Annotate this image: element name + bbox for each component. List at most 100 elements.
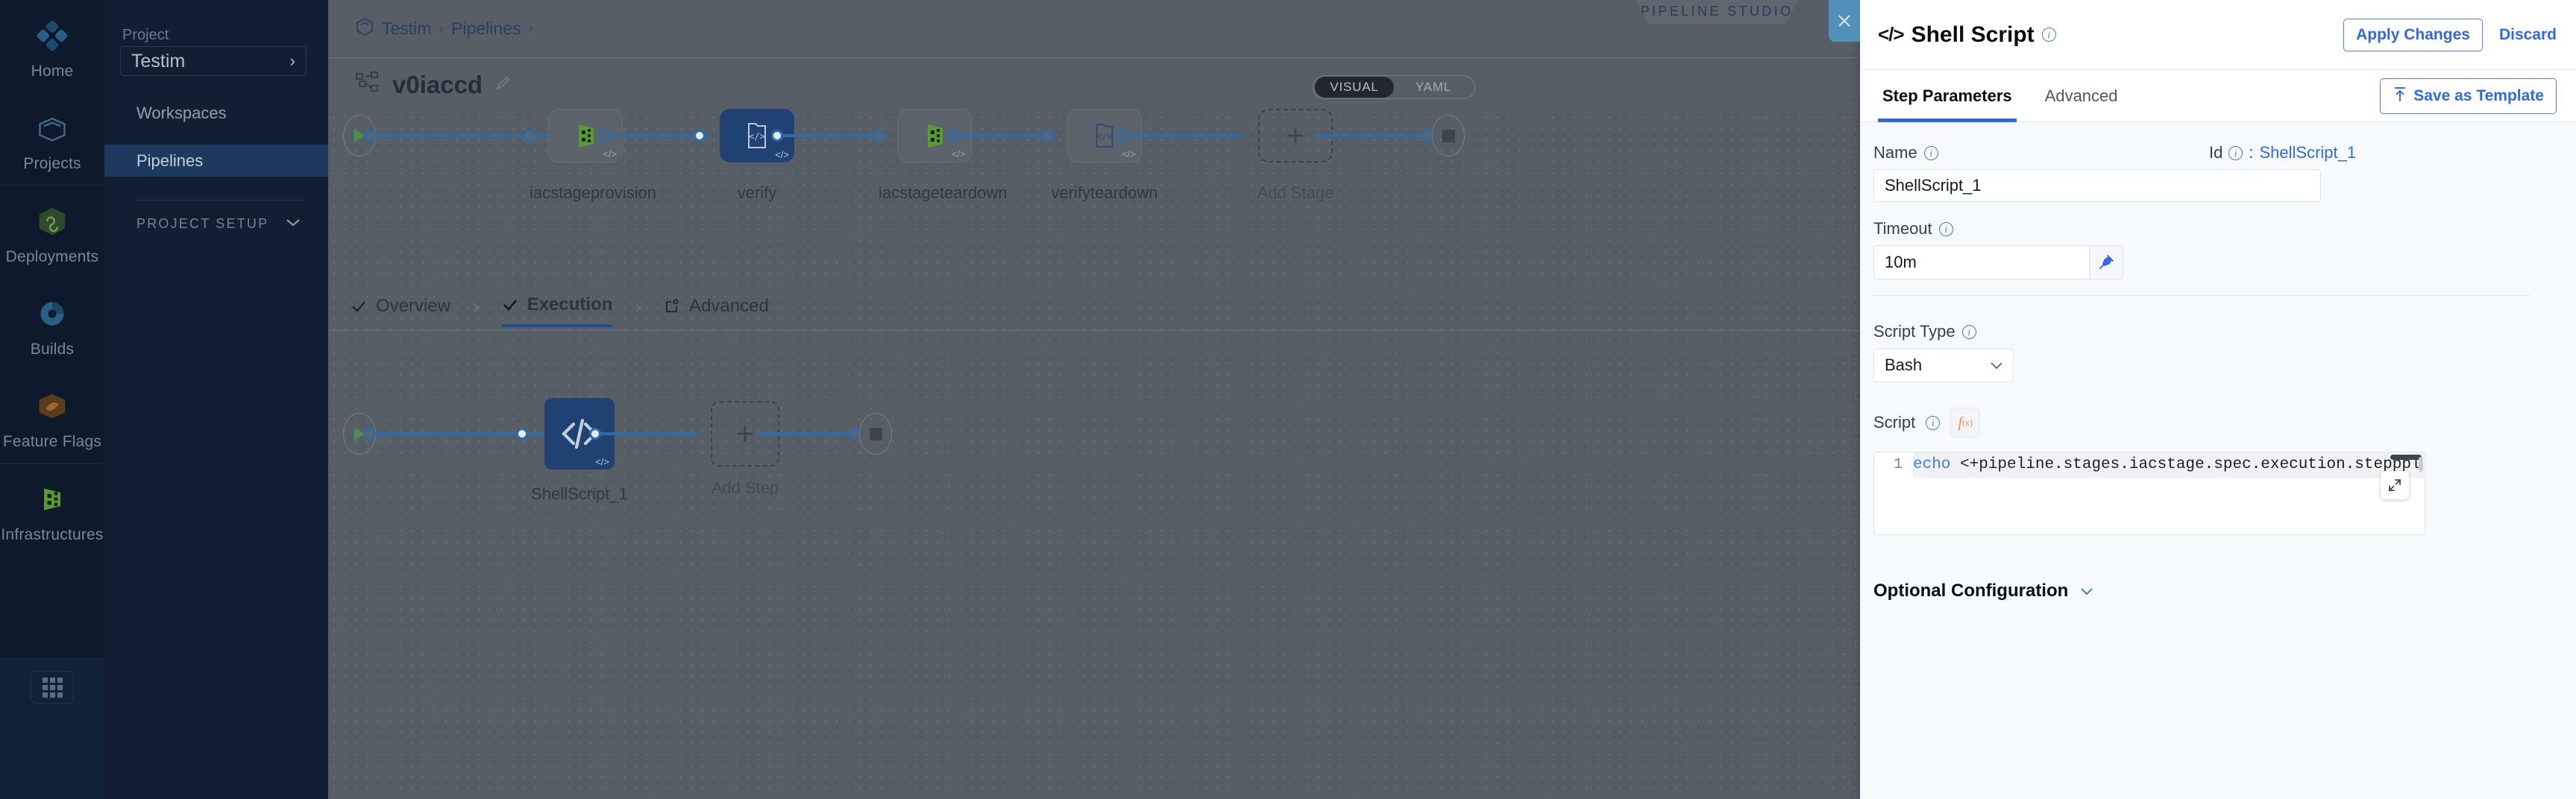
- info-icon[interactable]: i: [2041, 28, 2056, 42]
- step-node-shellscript-1[interactable]: </> ShellScript_1: [524, 398, 635, 505]
- editor-vertical-scrollbar[interactable]: [2419, 457, 2423, 472]
- toggle-yaml[interactable]: YAML: [1415, 80, 1452, 94]
- rail-label: Feature Flags: [2, 433, 102, 450]
- info-icon[interactable]: i: [1938, 221, 1953, 236]
- project-selector[interactable]: Testim ›: [120, 46, 307, 76]
- code-text: echo <+pipeline.stages.iacstage.spec.exe…: [1913, 452, 2424, 478]
- shell-script-icon: </>: [748, 123, 766, 148]
- stage-node-iacstageprovision[interactable]: </> iacstageprovision: [530, 109, 656, 204]
- drawer-resize-handle[interactable]: [1850, 0, 1860, 799]
- editor-horizontal-scrollbar[interactable]: [2390, 455, 2422, 460]
- breadcrumb-item-pipelines[interactable]: Pipelines: [451, 19, 521, 38]
- rail-label: Infrastructures: [1, 526, 104, 543]
- expand-icon[interactable]: [2381, 471, 2409, 499]
- drawer-tabs: Step Parameters Advanced Save as Templat…: [1860, 70, 2576, 122]
- rail-item-builds[interactable]: Builds: [0, 278, 104, 370]
- stage-node-iacstageteardown[interactable]: </> iacstageteardown: [879, 109, 1008, 204]
- pencil-icon[interactable]: [494, 75, 511, 95]
- code-badge-icon: </>: [603, 148, 617, 160]
- timeout-input[interactable]: [1873, 245, 2090, 280]
- chevron-down-icon: [2079, 581, 2095, 601]
- project-setup-label: PROJECT SETUP: [136, 215, 269, 231]
- id-label: Id: [2209, 143, 2223, 162]
- name-label: Name: [1873, 143, 1917, 162]
- rail-item-projects[interactable]: Projects: [0, 92, 104, 185]
- script-type-select[interactable]: Bash: [1873, 348, 2014, 382]
- add-step-button[interactable]: Add Step: [689, 401, 801, 499]
- builds-gear-icon: [33, 294, 72, 333]
- home-diamond-icon: [33, 16, 72, 55]
- rail-item-home[interactable]: Home: [0, 0, 104, 92]
- connector-knob: [771, 130, 783, 142]
- info-icon[interactable]: i: [2228, 145, 2243, 160]
- primary-nav-rail: Home Projects Deployments: [0, 0, 104, 799]
- drawer-title: Shell Script: [1911, 22, 2035, 47]
- toggle-visual[interactable]: VISUAL: [1315, 77, 1394, 98]
- drawer-header-actions: Apply Changes Discard: [2343, 18, 2557, 51]
- project-selector-value: Testim: [131, 50, 186, 72]
- rail-item-deployments[interactable]: Deployments: [0, 186, 104, 278]
- fx-icon[interactable]: f(x): [1950, 408, 1981, 438]
- sidebar-item-label: Pipelines: [136, 151, 204, 170]
- connector-wire: [776, 134, 888, 137]
- save-as-template-label: Save as Template: [2413, 86, 2544, 104]
- project-setup-section[interactable]: PROJECT SETUP: [104, 211, 321, 236]
- rail-label: Projects: [23, 155, 81, 172]
- code-keyword: echo: [1913, 456, 1951, 473]
- stage-label: verify: [737, 183, 777, 202]
- tab-advanced[interactable]: Advanced: [664, 296, 769, 326]
- step-row: </> ShellScript_1 Add Step: [328, 398, 2576, 596]
- connector-knob: [694, 130, 706, 142]
- step-configuration-drawer: </> Shell Script i Apply Changes Discard…: [1829, 0, 2576, 799]
- sidebar-item-pipelines[interactable]: Pipelines: [104, 145, 328, 177]
- tab-execution[interactable]: Execution: [501, 294, 613, 327]
- connector-knob: [598, 130, 610, 142]
- stage-label: iacstageteardown: [879, 183, 1008, 202]
- timeout-input-group: [1873, 245, 2123, 280]
- code-tail: ppl: [2392, 456, 2421, 473]
- svg-text:</>: </>: [749, 131, 765, 142]
- tab-advanced[interactable]: Advanced: [2044, 86, 2118, 105]
- tab-overview[interactable]: Overview: [351, 296, 450, 326]
- script-type-label: Script Type: [1873, 322, 1955, 341]
- apply-changes-button[interactable]: Apply Changes: [2343, 18, 2483, 51]
- rail-label: Deployments: [5, 248, 99, 265]
- rail-item-feature-flags[interactable]: Feature Flags: [0, 370, 104, 463]
- stage-label: verifyteardown: [1051, 183, 1158, 202]
- sidebar-item-workspaces[interactable]: Workspaces: [104, 97, 328, 129]
- code-brackets-icon: </>: [1878, 23, 1905, 45]
- breadcrumb-item-project[interactable]: Testim: [382, 19, 432, 38]
- script-code-editor[interactable]: 1 echo <+pipeline.stages.iacstage.spec.e…: [1873, 452, 2425, 535]
- script-label-row: Script i f(x): [1873, 408, 2545, 438]
- save-as-template-button[interactable]: Save as Template: [2380, 78, 2557, 114]
- view-mode-toggle[interactable]: VISUAL YAML: [1313, 75, 1475, 99]
- connector-wire: [365, 134, 559, 137]
- pin-icon[interactable]: [2090, 245, 2123, 280]
- upload-template-icon: [2393, 86, 2407, 107]
- tab-step-parameters[interactable]: Step Parameters: [1878, 70, 2017, 122]
- info-icon[interactable]: i: [1961, 324, 1976, 339]
- name-field-group: Name i Id i : ShellScript_1: [1873, 143, 2545, 202]
- pipeline-studio-tag: PIPELINE STUDIO: [1635, 0, 1799, 24]
- app-grid-icon[interactable]: [31, 671, 74, 704]
- pipeline-end-node: [1432, 115, 1465, 157]
- add-stage-button[interactable]: Add Stage: [1240, 109, 1351, 204]
- name-input[interactable]: [1873, 169, 2321, 202]
- close-icon[interactable]: [1829, 0, 1860, 42]
- script-label: Script: [1873, 413, 1916, 432]
- rail-item-infrastructures[interactable]: Infrastructures: [0, 464, 104, 556]
- connector-knob: [947, 130, 959, 142]
- drawer-body: Name i Id i : ShellScript_1 Timeout i: [1860, 122, 2576, 799]
- drawer-header: </> Shell Script i Apply Changes Discard: [1860, 0, 2576, 70]
- discard-button[interactable]: Discard: [2498, 25, 2557, 43]
- project-label: Project: [122, 27, 169, 43]
- info-icon[interactable]: i: [1923, 145, 1938, 160]
- stop-icon: [1442, 129, 1455, 142]
- optional-configuration-toggle[interactable]: Optional Configuration: [1873, 581, 2095, 601]
- check-icon: [352, 301, 365, 312]
- code-badge-icon: </>: [595, 456, 609, 467]
- stage-box[interactable]: </> </>: [1067, 109, 1142, 162]
- info-icon[interactable]: i: [1926, 415, 1941, 430]
- stage-node-verifyteardown[interactable]: </> </> verifyteardown: [1049, 109, 1160, 204]
- stage-node-verify[interactable]: </> </> verify: [701, 109, 813, 204]
